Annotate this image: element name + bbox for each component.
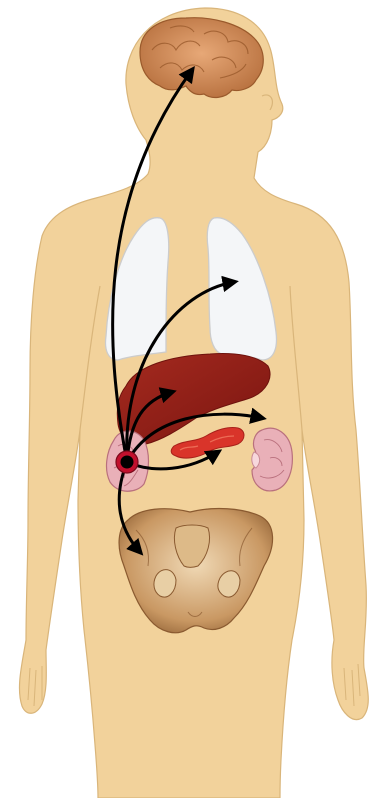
right-kidney-icon bbox=[252, 428, 293, 491]
tumor-core bbox=[121, 456, 134, 469]
primary-tumor-marker bbox=[116, 451, 138, 473]
